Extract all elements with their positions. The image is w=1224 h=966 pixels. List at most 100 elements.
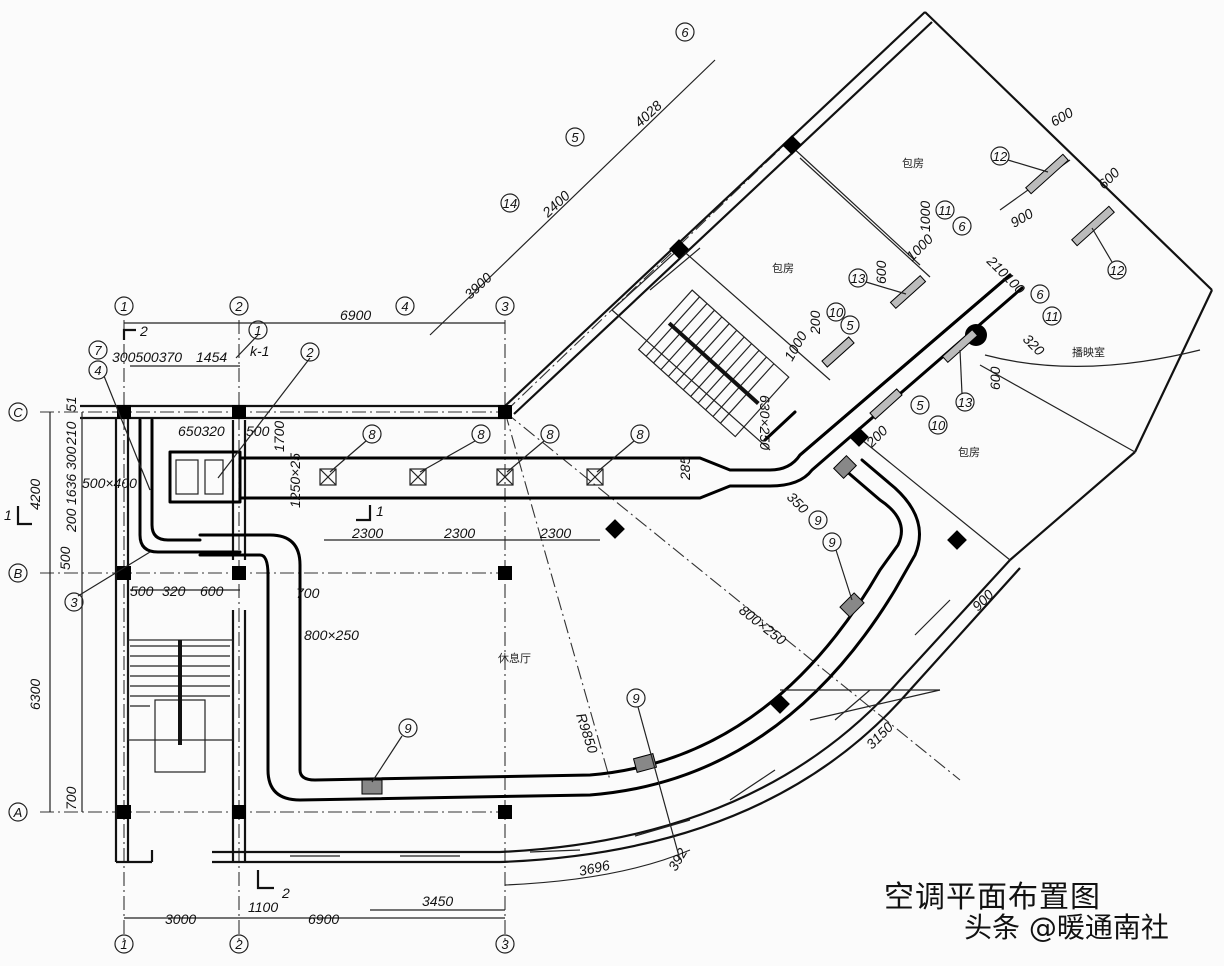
dim-600-d: 600 bbox=[987, 366, 1003, 390]
callout-9-c: 9 bbox=[828, 535, 835, 550]
callout-12-b: 12 bbox=[1110, 263, 1125, 278]
callout-9-b: 9 bbox=[632, 691, 639, 706]
section-marks: 2 2 1 1 k-1 bbox=[4, 323, 384, 901]
callout-9-d: 9 bbox=[814, 513, 821, 528]
room-pantry: 播映室 bbox=[1072, 345, 1105, 359]
axis-label-C: C bbox=[13, 405, 23, 420]
section-1-left: 1 bbox=[4, 507, 12, 523]
callout-1: 1 bbox=[254, 323, 261, 338]
dim-500-top: 500 bbox=[246, 423, 270, 439]
callout-7: 7 bbox=[94, 343, 102, 358]
dim-800x250-a: 800×250 bbox=[304, 627, 359, 643]
callout-13-a: 13 bbox=[851, 271, 866, 286]
dim-2400: 2400 bbox=[538, 187, 573, 221]
dim-210: 210 bbox=[63, 421, 79, 446]
stair-left bbox=[130, 640, 230, 745]
dim-650320: 650320 bbox=[178, 423, 225, 439]
axis-label-14-top: 14 bbox=[503, 196, 517, 211]
callouts: 1 2 3 4 7 8 8 8 8 9 9 9 9 5 5 10 10 6 6 … bbox=[64, 146, 1127, 861]
callout-8-d: 8 bbox=[636, 427, 644, 442]
dim-200-right: 200 bbox=[862, 422, 891, 451]
dim-1250x25: 1250×25 bbox=[287, 453, 303, 508]
dim-900-a: 900 bbox=[1008, 205, 1036, 231]
dim-600-bottom: 600 bbox=[200, 583, 224, 599]
room-private-3: 包房 bbox=[958, 446, 980, 459]
callout-5-b: 5 bbox=[916, 398, 924, 413]
dim-1000-c: 1000 bbox=[917, 201, 933, 232]
callout-13-b: 13 bbox=[958, 395, 973, 410]
dim-200-left: 200 bbox=[63, 508, 79, 533]
axis-label-6-top: 6 bbox=[681, 25, 689, 40]
watermark: 头条 @暖通南社 bbox=[964, 911, 1169, 944]
callout-8-b: 8 bbox=[477, 427, 485, 442]
dim-700-right: 700 bbox=[296, 585, 320, 601]
section-2-top: 2 bbox=[139, 323, 148, 339]
room-lounge: 休息厅 bbox=[498, 651, 531, 665]
dim-630x250: 630×250 bbox=[757, 395, 773, 450]
walls bbox=[80, 11, 1213, 864]
ductwork bbox=[138, 273, 1024, 802]
axis-label-3-top: 3 bbox=[501, 299, 509, 314]
dim-51: 51 bbox=[63, 396, 79, 412]
callout-12-a: 12 bbox=[993, 149, 1008, 164]
dim-r9850: R9850 bbox=[573, 711, 601, 755]
callout-4: 4 bbox=[94, 363, 101, 378]
stair-right bbox=[637, 289, 790, 438]
dim-1100: 1100 bbox=[248, 899, 278, 915]
dim-300500370: 300500370 bbox=[112, 349, 182, 365]
dim-285: 285 bbox=[677, 456, 693, 481]
callout-2: 2 bbox=[305, 345, 314, 360]
room-labels: 休息厅 包房 包房 包房 播映室 bbox=[498, 157, 1105, 665]
dim-2300-b: 2300 bbox=[443, 525, 475, 541]
callout-11-b: 11 bbox=[1045, 309, 1059, 324]
section-2-bottom: 2 bbox=[281, 885, 290, 901]
callout-3: 3 bbox=[70, 595, 78, 610]
section-1-right: 1 bbox=[376, 503, 384, 519]
dim-2300-a: 2300 bbox=[351, 525, 383, 541]
callout-10-a: 10 bbox=[931, 418, 946, 433]
dim-6900-bottom: 6900 bbox=[308, 911, 339, 927]
dim-1454: 1454 bbox=[196, 349, 227, 365]
dim-600-c: 600 bbox=[873, 260, 889, 284]
callout-6-b: 6 bbox=[1036, 287, 1044, 302]
dim-6900-top: 6900 bbox=[340, 307, 371, 323]
dim-500x400: 500×400 bbox=[82, 475, 137, 491]
callout-9-a: 9 bbox=[404, 721, 411, 736]
dim-350: 350 bbox=[784, 489, 812, 517]
axis-label-B: B bbox=[14, 566, 23, 581]
callout-11-a: 11 bbox=[938, 203, 952, 218]
axis-label-2-top: 2 bbox=[234, 299, 243, 314]
callout-5-a: 5 bbox=[846, 318, 854, 333]
dim-6300: 6300 bbox=[27, 679, 43, 710]
dim-3696: 3696 bbox=[577, 857, 611, 879]
dim-3900: 3900 bbox=[461, 269, 495, 302]
k1-label: k-1 bbox=[250, 343, 269, 359]
dim-1000-b: 1000 bbox=[903, 231, 936, 264]
dim-500-left: 500 bbox=[57, 546, 73, 570]
callout-10-b: 10 bbox=[829, 305, 844, 320]
dim-1700: 1700 bbox=[271, 421, 287, 452]
dim-3150: 3150 bbox=[863, 719, 896, 752]
dimension-lines bbox=[49, 59, 941, 919]
dim-2300-c: 2300 bbox=[539, 525, 571, 541]
axis-label-2-bottom: 2 bbox=[234, 937, 243, 952]
dim-3000: 3000 bbox=[165, 911, 196, 927]
dim-700-left: 700 bbox=[63, 786, 79, 810]
dim-200-s: 200 bbox=[807, 310, 823, 335]
dim-600-f: 600 bbox=[1095, 164, 1123, 192]
callout-8-a: 8 bbox=[368, 427, 376, 442]
dim-600-e: 600 bbox=[1048, 104, 1076, 130]
dim-320-bottom: 320 bbox=[162, 583, 186, 599]
dim-300: 300 bbox=[63, 446, 79, 470]
axis-label-1-top: 1 bbox=[120, 299, 127, 314]
dim-4200: 4200 bbox=[27, 479, 43, 510]
axis-label-1-bottom: 1 bbox=[120, 937, 127, 952]
axis-label-4-top: 4 bbox=[401, 299, 408, 314]
room-private-1: 包房 bbox=[772, 262, 794, 275]
dim-320-right: 320 bbox=[1020, 331, 1048, 359]
columns bbox=[117, 135, 987, 819]
axis-label-3-bottom: 3 bbox=[501, 937, 509, 952]
dim-1636: 1636 bbox=[63, 474, 79, 505]
diffusers bbox=[319, 153, 1115, 795]
